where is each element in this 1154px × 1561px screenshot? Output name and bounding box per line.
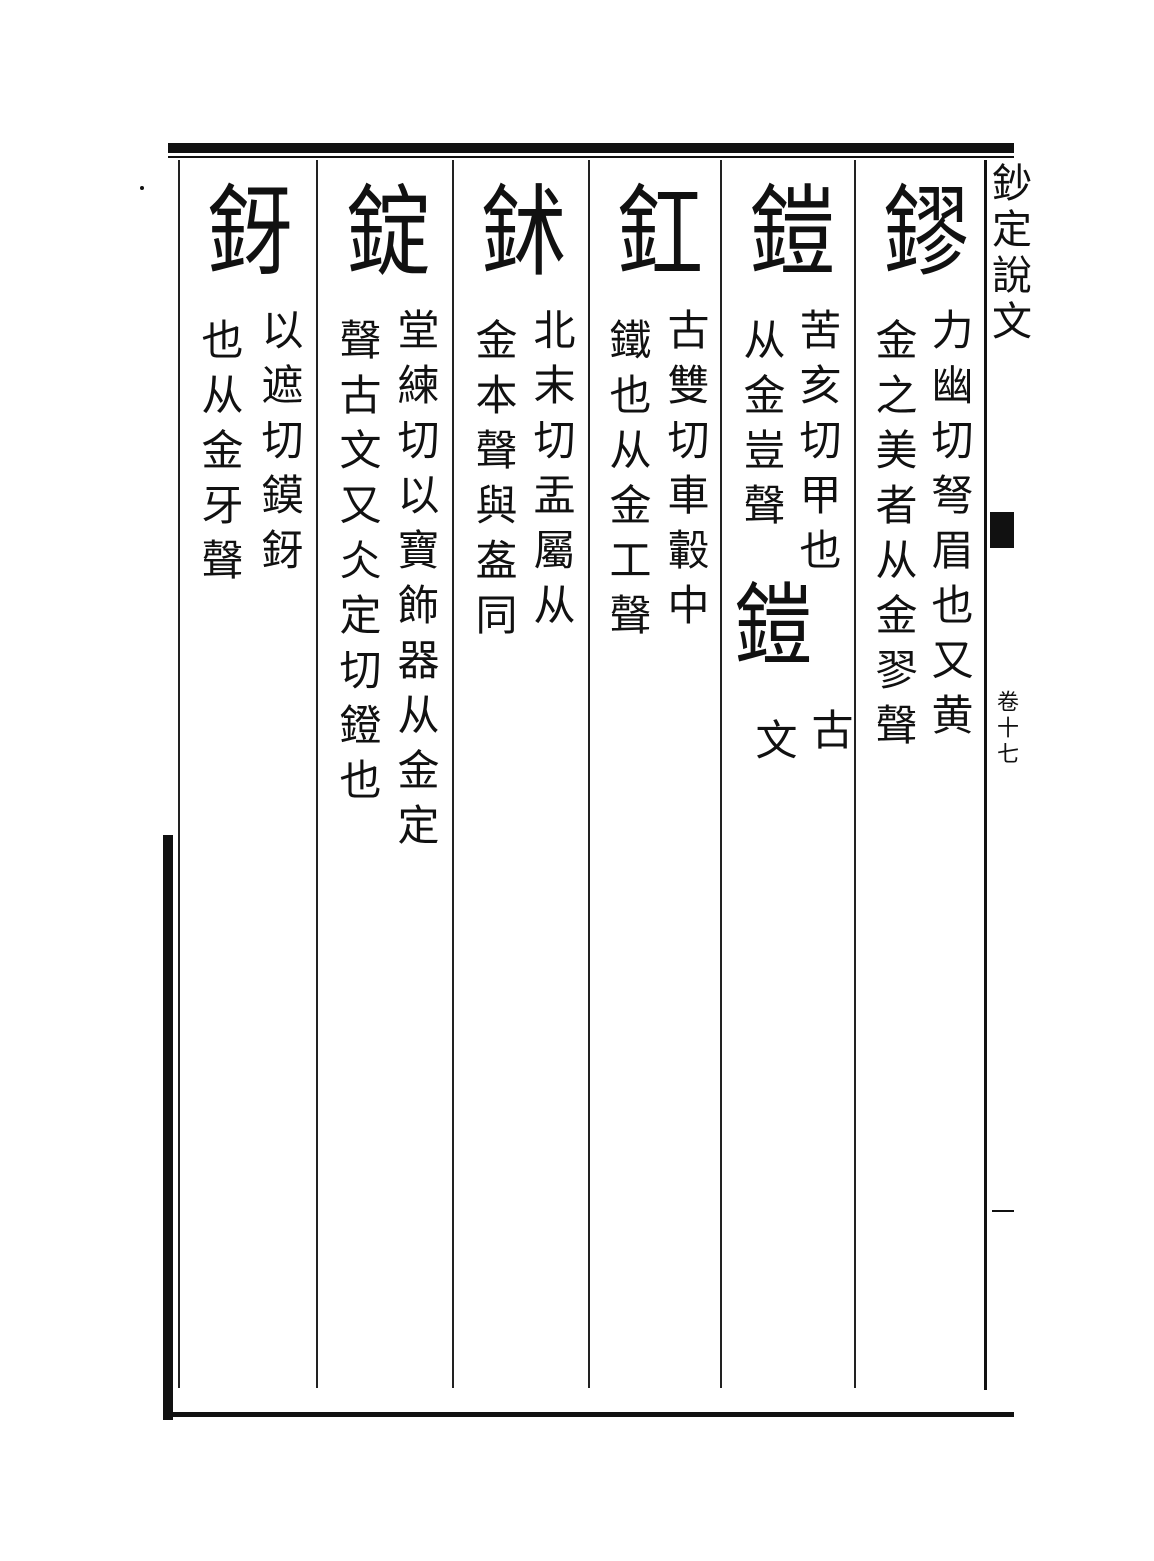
column-divider xyxy=(720,160,722,1388)
dictionary-entry: 釭 古雙切車轂中 鐵也从金工聲 xyxy=(592,168,722,1378)
margin-title: 鈔定說文 xyxy=(985,162,1031,346)
top-border-inner xyxy=(168,156,1014,158)
bottom-border xyxy=(168,1412,1014,1417)
gloss-line: 力幽切弩眉也又黄 xyxy=(925,308,974,748)
seal-glyph: 鎧 xyxy=(749,175,835,291)
seal-glyph: 釭 xyxy=(617,175,703,291)
left-border xyxy=(163,835,173,1420)
dictionary-entry: 鎧 苦亥切甲也 从金豈聲 鎧 古 文 xyxy=(724,168,854,1378)
seal-character: 鎧 xyxy=(730,168,848,298)
dictionary-entry: 鉥 北末切盂屬从 金本聲與盋同 xyxy=(456,168,586,1378)
variant-note: 文 xyxy=(749,718,798,760)
column-divider xyxy=(178,160,180,1388)
seal-glyph: 鉥 xyxy=(481,175,567,291)
seal-glyph: 錠 xyxy=(345,175,431,291)
seal-character: 釾 xyxy=(188,168,306,298)
variant-label: 古 xyxy=(805,708,854,750)
gloss-line: 金本聲與盋同 xyxy=(469,318,518,648)
column-divider xyxy=(316,160,318,1388)
fish-tail-mark xyxy=(990,512,1014,548)
top-border xyxy=(168,143,1014,153)
gloss-line: 聲古文又仌定切鐙也 xyxy=(333,318,382,813)
gloss-line: 古雙切車轂中 xyxy=(661,308,710,638)
column-divider xyxy=(588,160,590,1388)
gloss-line: 北末切盂屬从 xyxy=(527,308,576,638)
variant-seal-glyph: 鎧 xyxy=(734,575,812,679)
gloss-line: 鐵也从金工聲 xyxy=(603,318,652,648)
seal-character: 釭 xyxy=(598,168,716,298)
seal-character: 鉥 xyxy=(462,168,580,298)
ink-dot xyxy=(140,186,144,190)
gloss-line: 堂練切以寶飾器从金定 xyxy=(391,308,440,858)
column-divider xyxy=(854,160,856,1388)
seal-character: 錠 xyxy=(326,168,444,298)
gloss-line: 从金豈聲 xyxy=(737,318,786,538)
gloss-line: 也从金牙聲 xyxy=(195,318,244,593)
margin-divider xyxy=(984,160,987,1390)
margin-volume: 卷十七 xyxy=(993,690,1018,768)
seal-glyph: 釾 xyxy=(207,175,293,291)
dictionary-entry: 釾 以遮切鏌釾 也从金牙聲 xyxy=(182,168,312,1378)
column-divider xyxy=(452,160,454,1388)
dictionary-entry: 鏐 力幽切弩眉也又黄 金之美者从金翏聲 xyxy=(858,168,988,1378)
margin-tick xyxy=(992,1210,1014,1212)
dictionary-entry: 錠 堂練切以寶飾器从金定 聲古文又仌定切鐙也 xyxy=(320,168,450,1378)
seal-character: 鏐 xyxy=(864,168,982,298)
gloss-line: 苦亥切甲也 xyxy=(793,308,842,583)
seal-glyph: 鏐 xyxy=(883,175,969,291)
gloss-line: 以遮切鏌釾 xyxy=(255,308,304,583)
gloss-line: 金之美者从金翏聲 xyxy=(869,318,918,758)
